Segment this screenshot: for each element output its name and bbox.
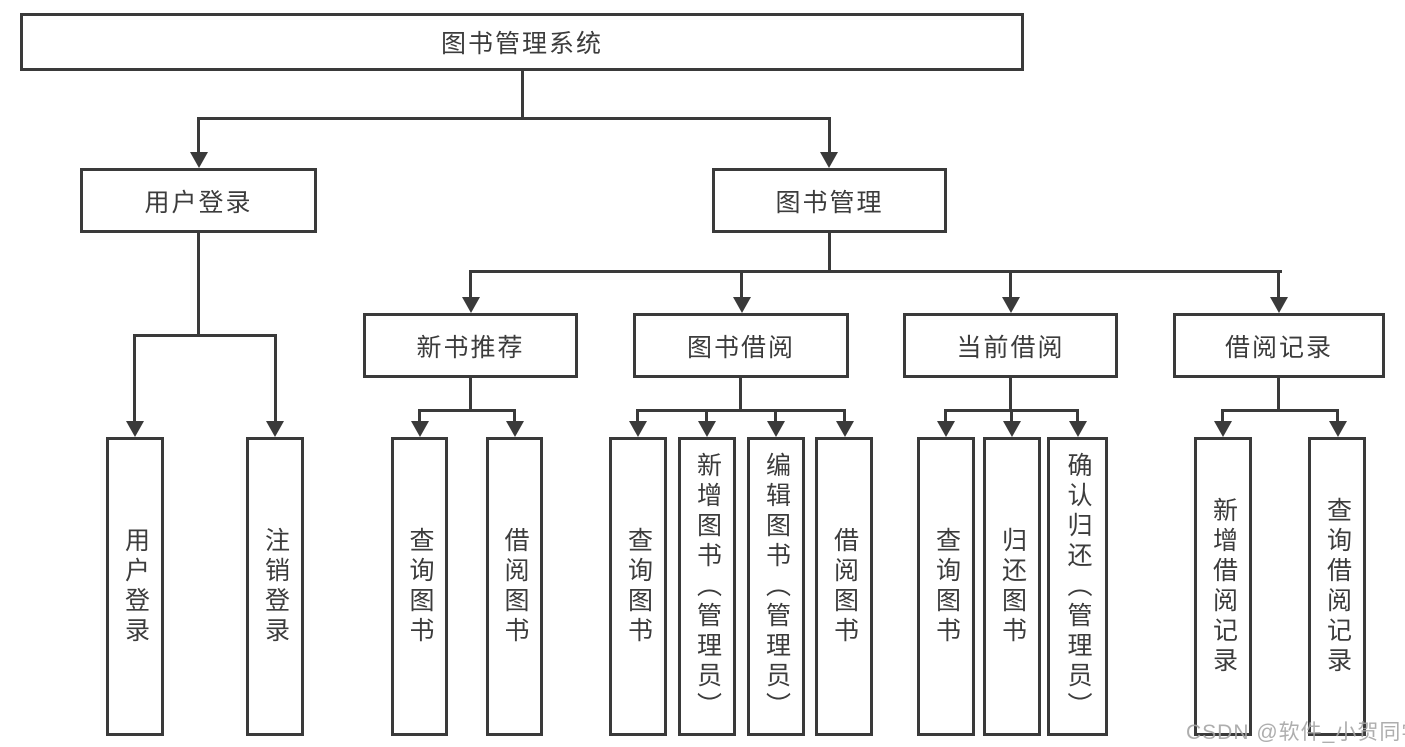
connector-drop-g3-query (944, 409, 947, 421)
connector-group4-bar (1221, 409, 1339, 412)
connector-group3-stem (1009, 378, 1012, 412)
connector-drop-new-book (469, 270, 472, 298)
arrowhead-book-borrowing (733, 297, 751, 313)
leaf-label: 查询图书 (624, 526, 653, 647)
node-label: 当前借阅 (956, 333, 1065, 362)
leaf-label: 注销登录 (261, 526, 290, 647)
connector-level1-bar (197, 117, 831, 120)
node-book-management: 图书管理 (712, 168, 947, 233)
connector-drop-book-borrowing (740, 270, 743, 298)
connector-drop-leaf-logout (274, 334, 277, 421)
connector-level2-bar (469, 270, 1282, 273)
node-current-borrowing: 当前借阅 (903, 313, 1118, 378)
node-label: 图书管理系统 (440, 30, 603, 58)
leaf-label: 确认归还（管理员） (1064, 451, 1092, 722)
connector-drop-g3-return (1010, 409, 1013, 421)
connector-group4-stem (1277, 378, 1280, 412)
leaf-label: 新增借阅记录 (1209, 496, 1238, 677)
connector-drop-leaf-user-login (133, 334, 136, 421)
arrowhead-g1-query (411, 421, 429, 437)
leaf-user-login: 用户登录 (106, 437, 164, 736)
connector-group2-bar (636, 409, 846, 412)
leaf-label: 归还图书 (998, 526, 1027, 647)
arrowhead-current-borrowing (1002, 297, 1020, 313)
arrowhead-new-book (462, 297, 480, 313)
leaf-borrowing-borrow-books: 借阅图书 (815, 437, 873, 736)
arrowhead-g3-confirm (1069, 421, 1087, 437)
arrowhead-g1-borrow (506, 421, 524, 437)
node-label: 图书借阅 (686, 333, 795, 362)
connector-drop-current-borrowing (1009, 270, 1012, 298)
connector-drop-g4-query (1336, 409, 1339, 421)
connector-user-login-stem (197, 233, 200, 336)
arrowhead-book-management (820, 152, 838, 168)
connector-user-login-bar (133, 334, 277, 337)
arrowhead-g2-add (698, 421, 716, 437)
arrowhead-g4-query (1329, 421, 1347, 437)
leaf-label: 查询借阅记录 (1323, 496, 1352, 677)
arrowhead-g2-query (629, 421, 647, 437)
node-label: 用户登录 (144, 188, 253, 217)
connector-drop-g3-confirm (1076, 409, 1079, 421)
leaf-logout: 注销登录 (246, 437, 304, 736)
connector-drop-user-login (197, 117, 200, 152)
connector-drop-g2-edit (774, 409, 777, 421)
leaf-edit-books-admin: 编辑图书（管理员） (747, 437, 805, 736)
arrowhead-borrowing-records (1270, 297, 1288, 313)
node-label: 新书推荐 (416, 333, 525, 362)
node-borrowing-records: 借阅记录 (1173, 313, 1385, 378)
arrowhead-g2-edit (767, 421, 785, 437)
arrowhead-g2-borrow (836, 421, 854, 437)
node-user-login: 用户登录 (80, 168, 317, 233)
leaf-label: 借阅图书 (501, 526, 529, 647)
leaf-borrowing-query-books: 查询图书 (609, 437, 667, 736)
leaf-label: 用户登录 (121, 526, 150, 647)
connector-root-stem (521, 71, 524, 120)
leaf-label: 查询图书 (406, 526, 434, 647)
leaf-newbook-borrow-books: 借阅图书 (486, 437, 543, 736)
csdn-watermark: CSDN @软件_小贺同学 (1186, 721, 1405, 744)
node-label: 借阅记录 (1224, 333, 1333, 362)
connector-drop-borrowing-records (1277, 270, 1280, 298)
leaf-return-books: 归还图书 (983, 437, 1041, 736)
arrowhead-g4-add (1214, 421, 1232, 437)
node-new-book-recommend: 新书推荐 (363, 313, 578, 378)
connector-drop-g2-borrow (843, 409, 846, 421)
connector-drop-g1-query (418, 409, 421, 421)
leaf-label: 新增图书（管理员） (693, 451, 722, 722)
connector-group1-stem (469, 378, 472, 412)
connector-group1-bar (418, 409, 516, 412)
leaf-newbook-query-books: 查询图书 (391, 437, 448, 736)
arrowhead-user-login (190, 152, 208, 168)
node-label: 图书管理 (775, 188, 884, 217)
connector-book-management-stem (828, 233, 831, 273)
leaf-label: 查询图书 (932, 526, 961, 647)
connector-drop-g2-add (705, 409, 708, 421)
connector-group2-stem (739, 378, 742, 412)
leaf-add-borrow-record: 新增借阅记录 (1194, 437, 1252, 736)
node-library-management-system: 图书管理系统 (20, 13, 1024, 71)
leaf-query-borrow-record: 查询借阅记录 (1308, 437, 1366, 736)
arrowhead-leaf-user-login (126, 421, 144, 437)
connector-drop-g4-add (1221, 409, 1224, 421)
connector-drop-g2-query (636, 409, 639, 421)
arrowhead-g3-query (937, 421, 955, 437)
leaf-label: 编辑图书（管理员） (762, 451, 791, 722)
leaf-add-books-admin: 新增图书（管理员） (678, 437, 736, 736)
arrowhead-g3-return (1003, 421, 1021, 437)
leaf-confirm-return-admin: 确认归还（管理员） (1047, 437, 1108, 736)
connector-drop-book-management (828, 117, 831, 152)
leaf-current-query-books: 查询图书 (917, 437, 975, 736)
node-book-borrowing: 图书借阅 (633, 313, 849, 378)
leaf-label: 借阅图书 (830, 526, 859, 647)
arrowhead-leaf-logout (266, 421, 284, 437)
connector-drop-g1-borrow (513, 409, 516, 421)
